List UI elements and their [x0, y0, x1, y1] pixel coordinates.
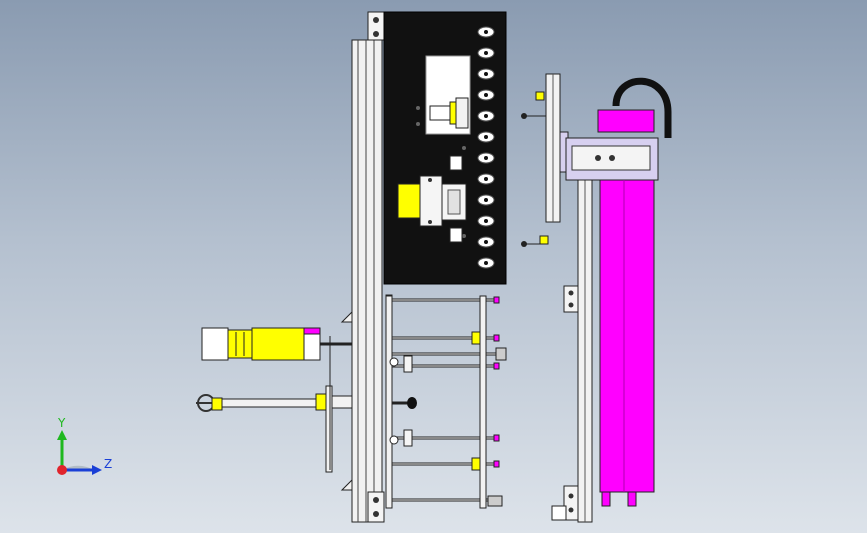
plate-holes: [477, 26, 495, 269]
small-rotary-actuator: [429, 97, 469, 129]
axis-triad: Y Z: [57, 416, 112, 475]
magenta-electric-cylinder: [565, 77, 672, 507]
right-vertical-support: [551, 139, 593, 523]
rod-end-cap: [493, 362, 500, 370]
gear-motor: [397, 155, 467, 243]
rod-end-cap: [493, 296, 500, 304]
rod-frame: [385, 295, 507, 509]
z-axis-label: Z: [104, 457, 112, 471]
y-axis-label: Y: [57, 416, 66, 430]
main-vertical-beam: [340, 11, 385, 523]
black-mounting-plate: [383, 11, 507, 285]
linear-slide: [521, 73, 569, 247]
yellow-motor-assembly: [201, 327, 352, 361]
rod-end-cap: [493, 460, 500, 468]
rod-end-cap: [493, 434, 500, 442]
push-rod-cylinder: [196, 336, 417, 473]
rod-end-cap: [493, 334, 500, 342]
